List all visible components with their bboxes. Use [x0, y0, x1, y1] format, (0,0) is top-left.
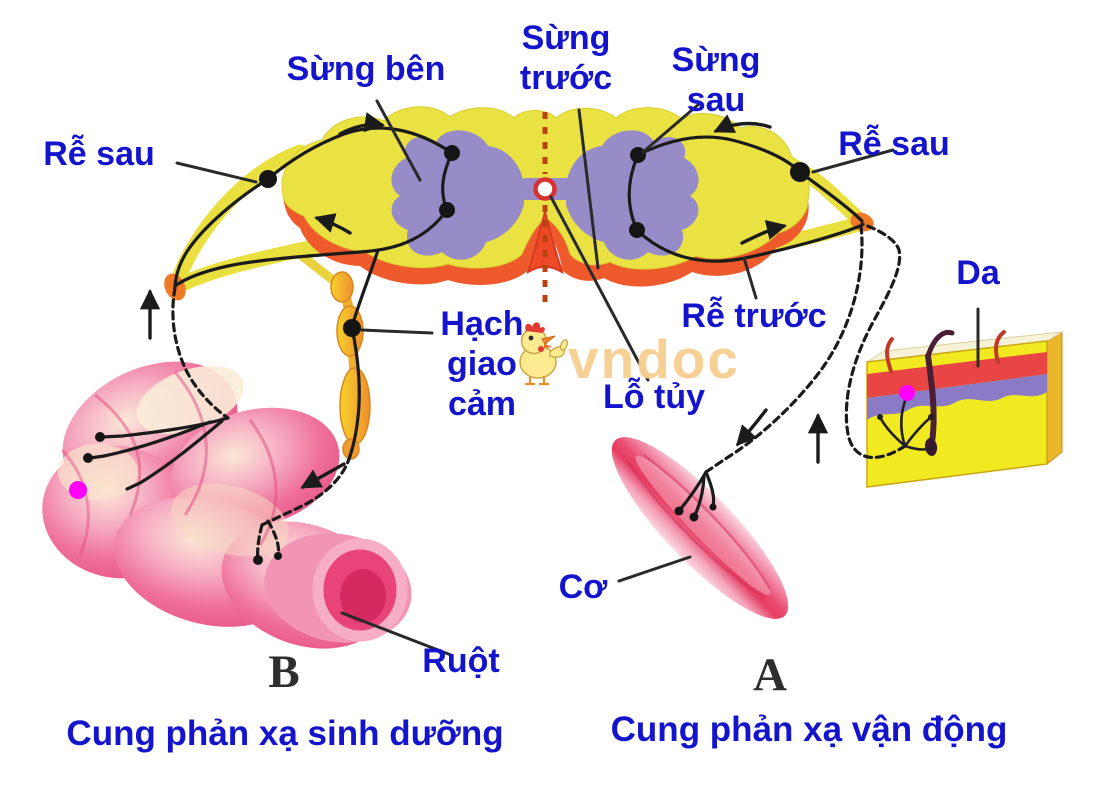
intestine-illustration [42, 361, 412, 649]
section-letter-b: B [268, 646, 300, 698]
leader-hach-giao-cam [360, 328, 434, 335]
caption-vegetative-reflex-arc: Cung phản xạ sinh dưỡng [66, 714, 504, 753]
leader-sung-sau [641, 102, 701, 154]
skin-hairs [885, 329, 1006, 456]
label-da: Da [956, 253, 1000, 292]
label-re-sau-left: Rễ sau [43, 134, 155, 173]
section-letter-a: A [753, 649, 787, 701]
leader-co [617, 555, 692, 583]
arrow-to-muscle [735, 408, 768, 447]
motor-fiber-to-muscle [704, 224, 864, 474]
receptor-marker-intestine [69, 481, 87, 499]
right-efferent-fiber [635, 224, 862, 263]
ganglion-chain-fiber [348, 326, 361, 458]
leader-ruot [340, 611, 453, 657]
gray-matter [391, 130, 699, 260]
leader-re-truoc [742, 256, 758, 300]
label-re-truoc: Rễ trước [681, 296, 827, 335]
neuron-dots [83, 145, 810, 565]
label-re-sau-right: Rễ sau [838, 124, 950, 163]
label-sung-truoc: Sừng trước [519, 18, 613, 97]
label-co: Cơ [558, 567, 608, 606]
label-sung-sau: Sừng sau [671, 40, 761, 119]
central-canal [533, 177, 557, 201]
chicken-mascot-icon [519, 322, 569, 386]
right-afferent-fiber [636, 135, 864, 223]
label-sung-ben: Sừng bên [286, 49, 446, 88]
leader-lo-tuy [549, 195, 650, 382]
caption-motor-reflex-arc: Cung phản xạ vận động [610, 710, 1008, 749]
watermark-text: vndoc [568, 328, 740, 390]
label-hach-giao-cam: Hạch giao cảm [440, 304, 524, 424]
spinal-cord-section [281, 106, 810, 302]
intestine-sensory-fiber [171, 286, 230, 420]
leader-sung-truoc [577, 108, 600, 270]
leader-sung-ben [375, 99, 422, 182]
leader-re-sau-left [175, 161, 258, 184]
direction-arrows [139, 112, 829, 489]
label-ruot: Ruột [422, 641, 500, 680]
arrow-to-intestine [300, 462, 346, 489]
arrow-right-efferent-out [740, 219, 787, 245]
skin-sensory-fiber [844, 222, 907, 460]
sympathetic-ganglion-chain [297, 251, 371, 460]
leader-lines [175, 99, 980, 657]
left-efferent-fiber [173, 208, 449, 288]
muscle-illustration [611, 437, 789, 619]
label-lo-tuy: Lỗ tủy [603, 377, 705, 416]
arrow-left-afferent-in [338, 112, 386, 136]
arrow-left-efferent-out [314, 213, 352, 235]
skin-block-illustration [866, 329, 1063, 488]
arrow-right-afferent-in [713, 114, 772, 133]
preganglionic-fiber [350, 248, 380, 328]
postganglionic-fiber [260, 454, 352, 527]
leader-re-sau-right [811, 148, 895, 174]
receptor-marker-skin [899, 385, 915, 401]
left-dorsal-root-band [168, 144, 308, 294]
